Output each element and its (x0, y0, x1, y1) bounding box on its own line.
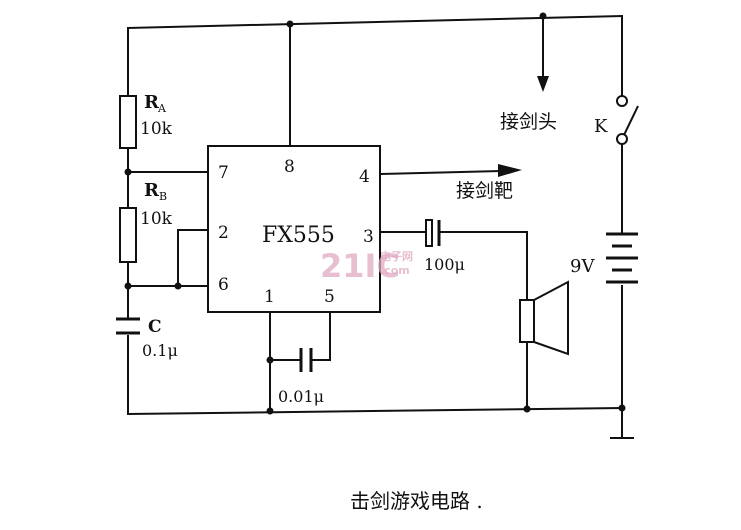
ra-letter: R (144, 92, 160, 113)
sword-head-arrow (537, 76, 549, 92)
watermark-sub1: 电子网 (380, 249, 413, 263)
watermark-sub2: .com (380, 264, 410, 277)
cap-c-value: 0.1μ (142, 341, 178, 360)
resistor-rb (119, 207, 137, 263)
pin4-wire (378, 169, 502, 176)
rb-sub: B (159, 190, 167, 203)
junction-dot (124, 282, 132, 290)
sword-target-arrow (498, 164, 522, 177)
junction-dot (174, 282, 182, 290)
junction-dot (266, 356, 274, 364)
top-wire (126, 14, 624, 30)
speaker-body (519, 299, 535, 343)
sword-head-label: 接剑头 (500, 111, 557, 133)
junction-dot (539, 12, 547, 20)
ra-value: 10k (140, 119, 173, 139)
battery-value: 9V (570, 256, 595, 277)
switch-label: K (594, 116, 608, 137)
speaker-cone (533, 280, 569, 356)
junction-dot (618, 404, 626, 412)
ic-pin-5: 5 (324, 287, 335, 307)
ic-pin-2: 2 (218, 223, 229, 243)
ic-pin-7: 7 (218, 163, 229, 183)
switch-top-contact (616, 95, 628, 107)
junction-dot (286, 20, 294, 28)
ic-pin-8: 8 (284, 157, 295, 177)
ic-body (207, 145, 381, 313)
ic-pin-3: 3 (363, 227, 374, 247)
switch-lever (623, 105, 639, 136)
ic-pin-1: 1 (264, 287, 275, 307)
ra-sub: A (157, 102, 167, 115)
cap-out-value: 100μ (424, 255, 465, 274)
cap-ctrl-value: 0.01μ (278, 387, 324, 406)
sword-target-label: 接剑靶 (456, 180, 513, 202)
junction-dot (266, 407, 274, 415)
resistor-ra (119, 95, 137, 149)
junction-dot (124, 168, 132, 176)
ic-pin-4: 4 (359, 167, 370, 187)
diagram-caption: 击剑游戏电路 . (350, 489, 483, 513)
rb-value: 10k (140, 209, 173, 229)
rb-letter: R (144, 180, 160, 201)
watermark-logo: 21IC (320, 247, 400, 285)
junction-dot (523, 405, 531, 413)
cap-c-letter: C (148, 317, 162, 337)
bottom-wire (126, 406, 624, 416)
ic-name: FX555 (262, 223, 335, 248)
switch-bottom-contact (616, 133, 628, 145)
ic-pin-6: 6 (218, 275, 229, 295)
cap-out-plate-left (425, 219, 433, 247)
